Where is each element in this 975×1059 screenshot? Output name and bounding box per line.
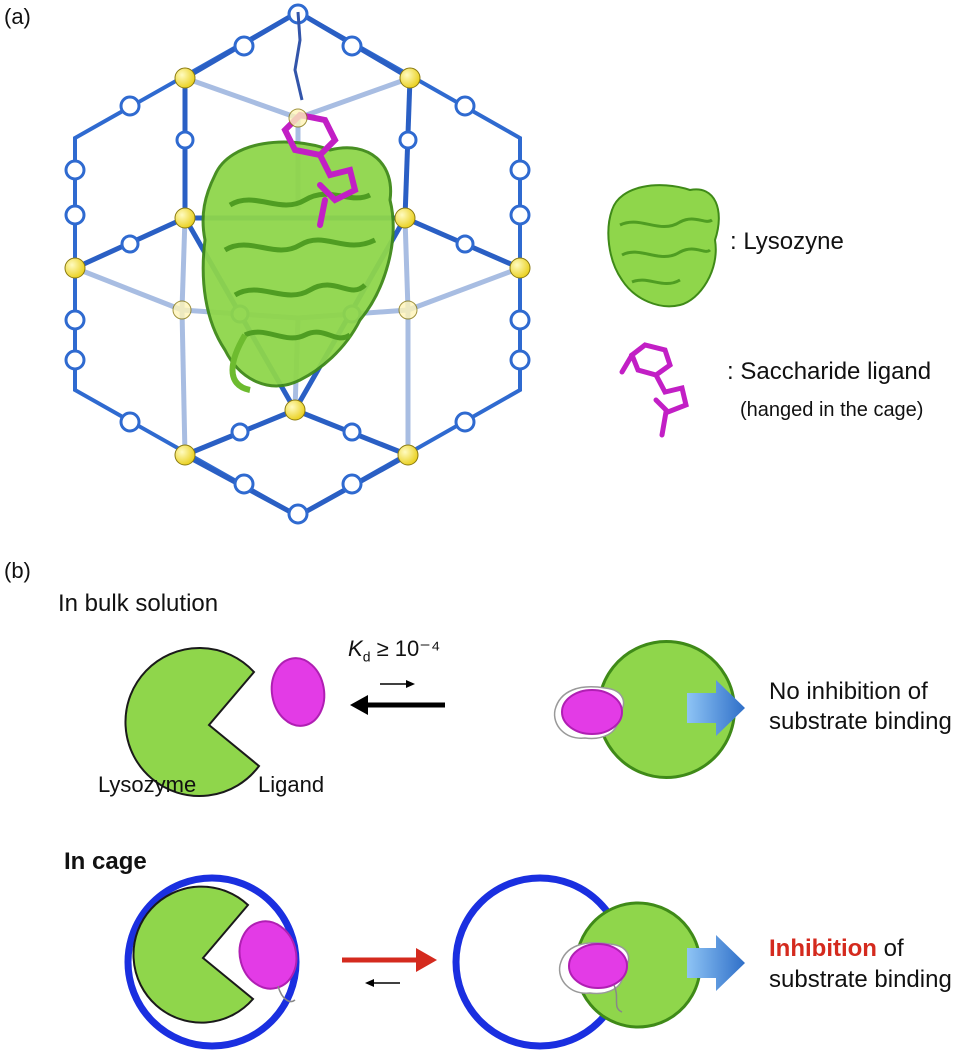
- bulk-lysozyme-shape: [124, 647, 261, 798]
- palladium-atoms: [64, 67, 531, 466]
- caged-ligand-free: [238, 920, 298, 990]
- legend-ligand-icon: [619, 342, 689, 438]
- legend-lysozyme-label: : Lysozyne: [730, 228, 844, 255]
- bulk-result-arrow: [687, 680, 745, 736]
- cage-result-arrow: [687, 935, 745, 991]
- panel-a-label: (a): [4, 4, 31, 29]
- caged-release-arrow-head: [365, 979, 374, 987]
- cage-result-line1-rest: of: [876, 935, 904, 962]
- cage-structure: [64, 3, 531, 525]
- lysozyme-protein-3d: [201, 140, 395, 393]
- legend-ligand-label: : Saccharide ligand: [727, 358, 932, 385]
- caged-ligand-tether-left: [277, 985, 296, 1003]
- kd-expression: Kd ≥ 10⁻⁴: [348, 636, 440, 664]
- inhibition-highlight: Inhibition: [769, 935, 877, 962]
- bulk-lysozyme-label: Lysozyme: [98, 772, 197, 797]
- association-arrow-head: [406, 680, 415, 688]
- caged-lysozyme-open: [132, 885, 255, 1024]
- dissociation-arrow-head: [350, 695, 368, 715]
- bulk-heading: In bulk solution: [58, 590, 219, 617]
- bulk-complex-shape: [553, 640, 736, 779]
- panel-b-label: (b): [4, 558, 31, 583]
- bulk-ligand-shape: [270, 657, 326, 727]
- ligand-tether: [293, 11, 304, 101]
- caged-binding-arrow-head: [416, 948, 437, 972]
- cage-heading: In cage: [64, 848, 147, 875]
- kd-subscript: d: [362, 648, 371, 665]
- bulk-ligand-label: Ligand: [258, 772, 325, 797]
- caged-complex-shape: [558, 901, 702, 1029]
- kd-symbol: K: [348, 636, 363, 661]
- legend-lysozyme-icon: [607, 184, 720, 308]
- legend-ligand-note: (hanged in the cage): [740, 399, 924, 421]
- kd-value: ≥ 10⁻⁴: [370, 636, 441, 661]
- cage-result-line1: Inhibition of: [769, 935, 904, 963]
- bulk-result-line1: No inhibition of: [769, 678, 928, 705]
- bulk-result-line2: substrate binding: [769, 708, 952, 735]
- cage-result-line2: substrate binding: [769, 966, 952, 993]
